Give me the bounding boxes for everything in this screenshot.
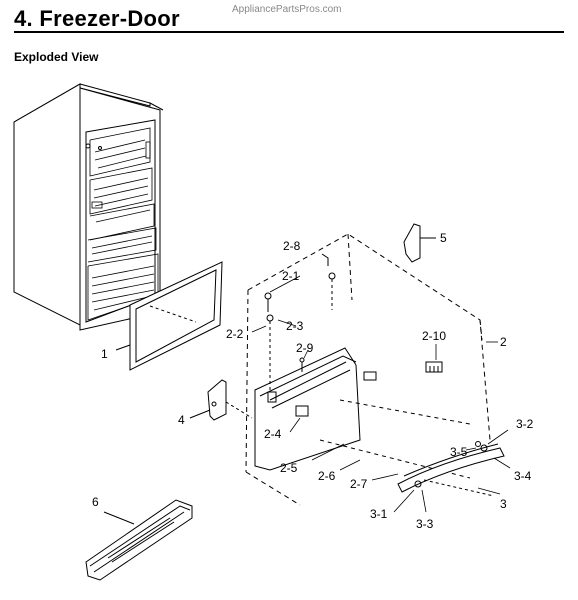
label-2-2: 2-2 [226,327,244,341]
title-rule [14,31,564,33]
label-3-1: 3-1 [370,507,388,521]
watermark: AppliancePartsPros.com [232,4,342,15]
label-2-10: 2-10 [422,329,446,343]
part-2-door-panel [254,347,471,479]
label-3-5: 3-5 [450,445,468,459]
page-title: 4. Freezer-Door [14,6,180,31]
label-2-4: 2-4 [264,427,282,441]
part-2-10-connector [425,361,443,373]
label-6: 6 [92,495,99,509]
label-2: 2 [500,335,507,349]
label-4: 4 [178,413,185,427]
label-2-3: 2-3 [286,319,304,333]
part-5-hinge [403,223,436,263]
label-2-6: 2-6 [318,469,336,483]
part-3-handle [397,441,505,497]
part-4-hinge [189,379,253,421]
part-6-rail [85,499,193,581]
part-2-door-outline [245,233,491,506]
label-2-8: 2-8 [283,239,301,253]
part-1-gasket [115,261,223,371]
part-2-1-screw [264,292,272,312]
refrigerator-cabinet [13,83,164,331]
label-3-2: 3-2 [516,417,534,431]
part-2-8-hinge-pin [321,253,336,310]
label-3: 3 [500,497,507,511]
leader-lines [251,275,511,513]
part-2-9-screw [299,357,305,372]
label-2-7: 2-7 [350,477,368,491]
label-3-3: 3-3 [416,517,434,531]
part-2-3-bushing [266,314,274,390]
label-1: 1 [101,347,108,361]
label-2-1: 2-1 [282,269,300,283]
label-2-9: 2-9 [296,341,314,355]
label-5: 5 [440,231,447,245]
section-subtitle: Exploded View [14,50,99,64]
label-2-5: 2-5 [280,461,298,475]
label-3-4: 3-4 [514,469,532,483]
callout-labels: 1 2 2-1 2-2 2-3 2-4 2-5 2-6 2-7 2-8 2-9 … [92,231,534,531]
